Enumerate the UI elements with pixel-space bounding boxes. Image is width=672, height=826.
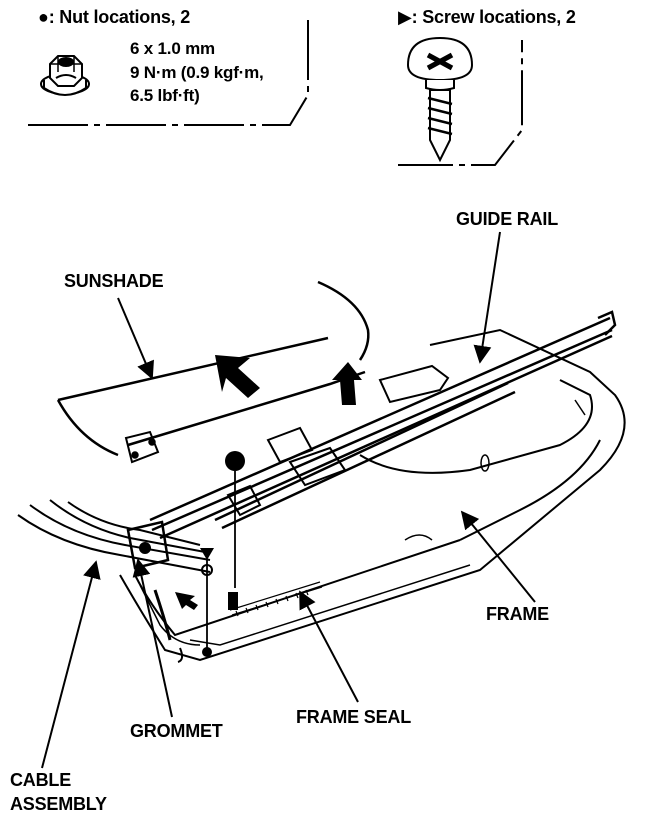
nut-legend-title: ●: Nut locations, 2	[38, 6, 190, 28]
leader-lines	[41, 231, 536, 769]
nut-legend-title-text: : Nut locations, 2	[48, 7, 191, 27]
phillips-screw-icon	[406, 36, 474, 163]
bullet-icon: ●	[38, 7, 49, 27]
triangle-icon: ▶	[398, 7, 412, 27]
sunshade-label: SUNSHADE	[64, 271, 164, 291]
frame-seal-strip	[229, 581, 323, 617]
cable-bundle	[17, 499, 211, 663]
grommet-label: GROMMET	[130, 721, 223, 741]
flange-nut-icon	[40, 55, 90, 96]
screw-legend-title-text: : Screw locations, 2	[411, 7, 576, 27]
nut-torque-line2: 6.5 lbf·ft)	[130, 86, 200, 105]
frame-label: FRAME	[486, 604, 549, 624]
screw-legend-title: ▶: Screw locations, 2	[398, 6, 576, 28]
sunshade-panel	[56, 280, 370, 464]
nut-legend-frame	[28, 20, 309, 126]
screw-legend-frame	[398, 40, 523, 166]
guide-rail	[149, 310, 617, 540]
nut-torque-line1: 9 N·m (0.9 kgf·m,	[130, 63, 264, 82]
screw-marker	[200, 548, 214, 657]
cable-assembly-label-line2: ASSEMBLY	[10, 794, 107, 814]
guide-rail-label: GUIDE RAIL	[456, 209, 559, 229]
frame-seal-label: FRAME SEAL	[296, 707, 412, 727]
cable-assembly-label-line1: CABLE	[10, 770, 71, 790]
nut-size: 6 x 1.0 mm	[130, 39, 215, 58]
direction-arrow-icon	[175, 355, 362, 610]
frame-body	[119, 328, 626, 662]
nut-marker	[225, 451, 245, 610]
